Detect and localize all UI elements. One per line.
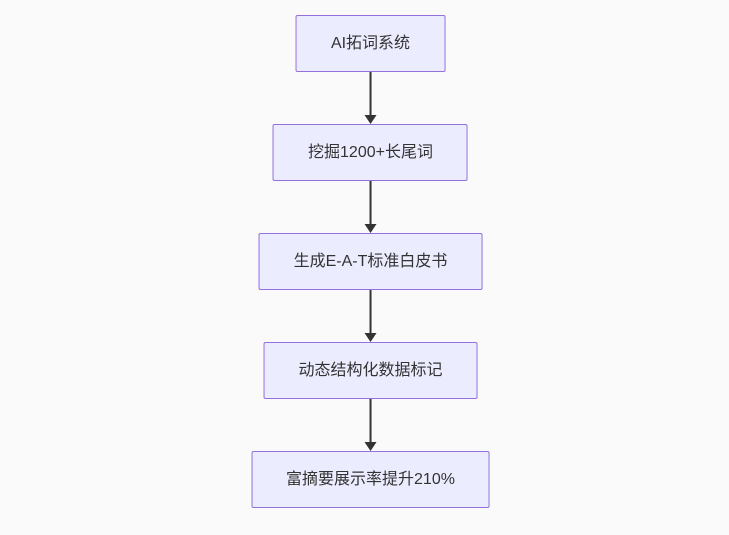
flow-node-node-1: AI拓词系统	[295, 15, 446, 72]
flow-edge-arrow	[364, 72, 377, 124]
flow-node-node-3: 生成E-A-T标准白皮书	[258, 233, 483, 290]
arrow-line	[369, 72, 372, 115]
flow-node-node-2: 挖掘1200+长尾词	[273, 124, 468, 181]
arrow-line	[369, 399, 372, 442]
arrow-line	[369, 181, 372, 224]
flow-node-label: 挖掘1200+长尾词	[308, 143, 433, 161]
flow-node-label: 生成E-A-T标准白皮书	[293, 252, 448, 270]
arrow-down-icon	[364, 442, 377, 451]
flow-node-label: 动态结构化数据标记	[298, 361, 443, 379]
arrow-down-icon	[364, 115, 377, 124]
flow-edge-arrow	[364, 399, 377, 451]
arrow-down-icon	[364, 333, 377, 342]
flow-node-node-4: 动态结构化数据标记	[263, 342, 478, 399]
arrow-line	[369, 290, 372, 333]
flow-edge-arrow	[364, 290, 377, 342]
flowchart: AI拓词系统 挖掘1200+长尾词 生成E-A-T标准白皮书 动态结构化数据标记…	[251, 15, 490, 508]
flow-node-label: AI拓词系统	[330, 34, 411, 52]
flow-node-node-5: 富摘要展示率提升210%	[251, 451, 490, 508]
flow-edge-arrow	[364, 181, 377, 233]
arrow-down-icon	[364, 224, 377, 233]
flow-node-label: 富摘要展示率提升210%	[286, 470, 455, 488]
